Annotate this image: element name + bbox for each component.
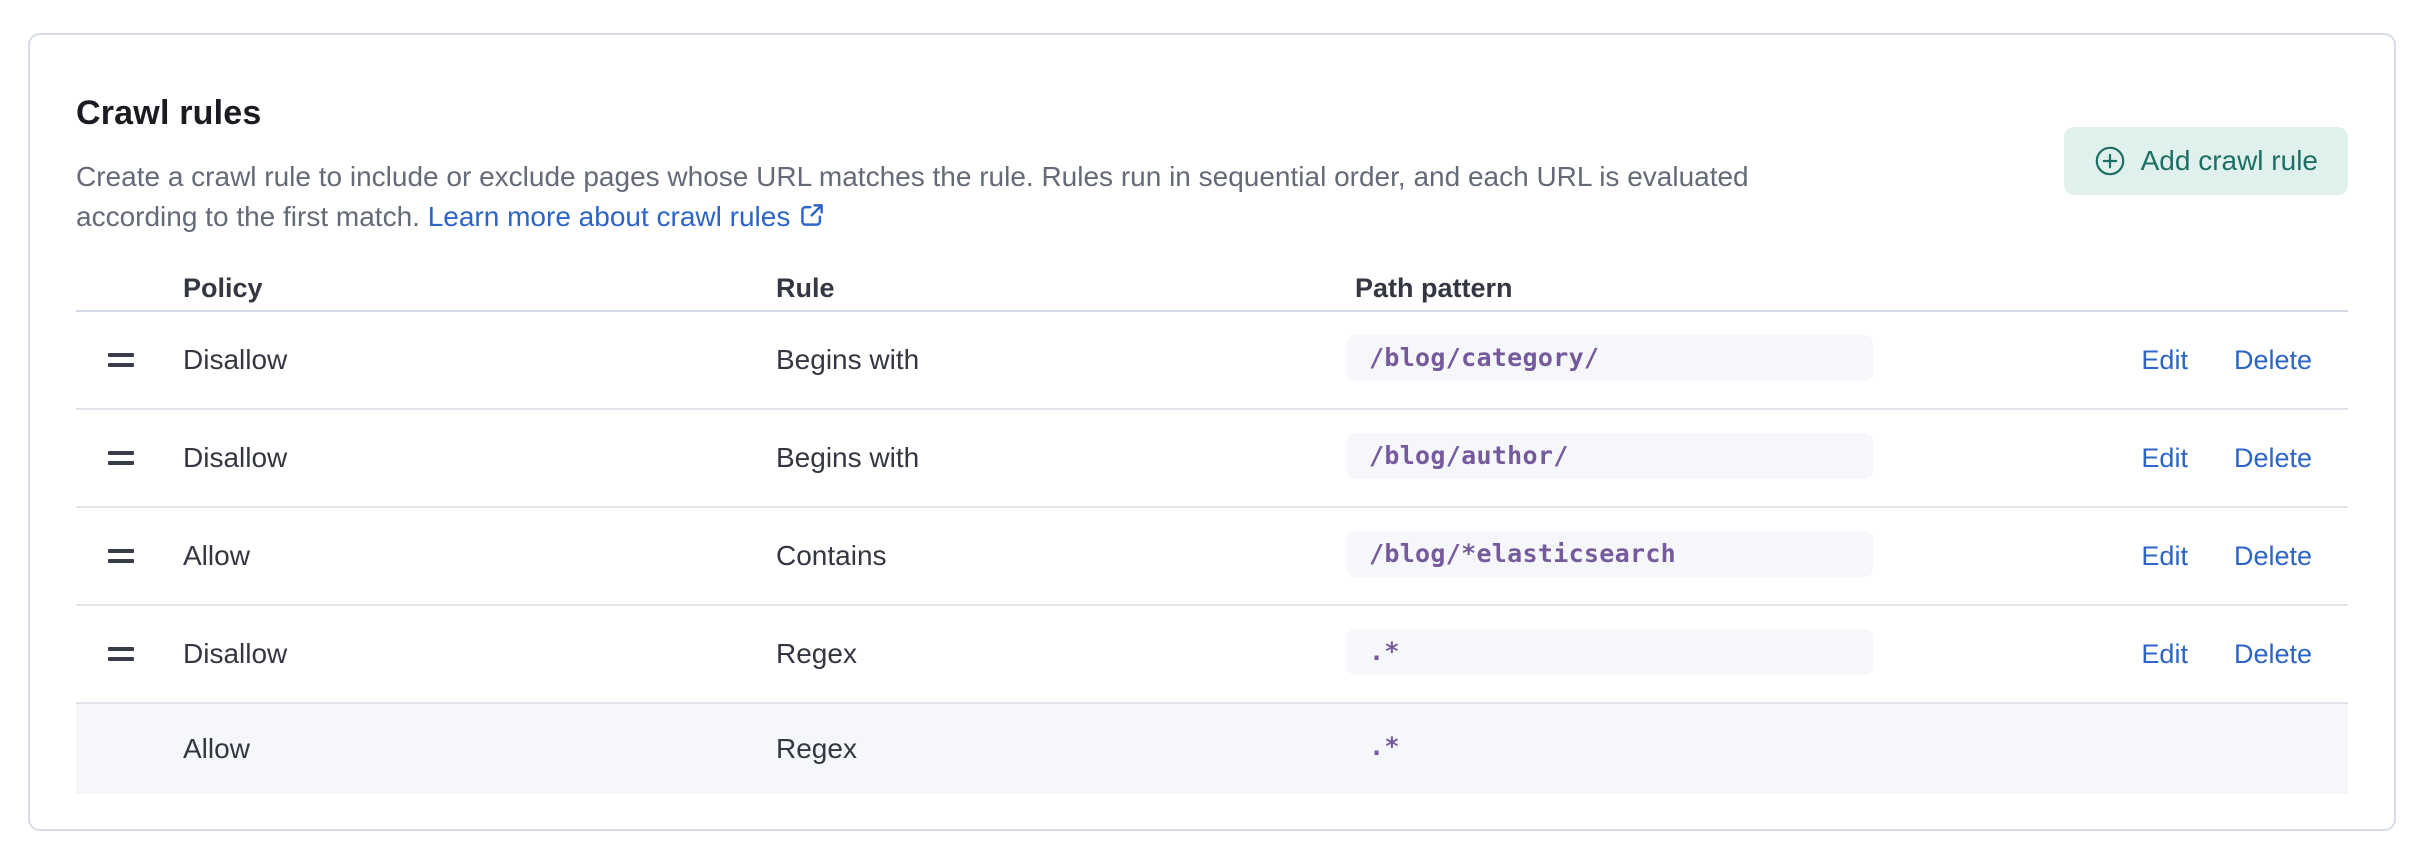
- actions-cell: Edit Delete: [2098, 541, 2348, 572]
- path-pattern-cell: .*: [1347, 628, 2098, 680]
- delete-link[interactable]: Delete: [2233, 638, 2312, 669]
- path-pattern-value: .*: [1347, 628, 1873, 675]
- edit-link[interactable]: Edit: [2141, 442, 2188, 473]
- drag-cell: [76, 451, 166, 465]
- header-policy: Policy: [183, 272, 263, 303]
- panel-header: Crawl rules Create a crawl rule to inclu…: [76, 91, 2348, 240]
- description-text: Create a crawl rule to include or exclud…: [76, 161, 1749, 232]
- table-header-row: Policy Rule Path pattern: [76, 266, 2348, 312]
- plus-in-circle-icon: [2094, 145, 2126, 177]
- table-row: Allow Contains /blog/*elasticsearch Edit…: [76, 508, 2348, 606]
- add-crawl-rule-button[interactable]: Add crawl rule: [2063, 127, 2348, 195]
- path-pattern-value: /blog/author/: [1347, 432, 1873, 479]
- header-rule: Rule: [776, 272, 835, 303]
- rule-value: Begins with: [776, 344, 920, 375]
- policy-value: Allow: [183, 540, 250, 571]
- path-pattern-value: /blog/*elasticsearch: [1347, 530, 1873, 577]
- drag-cell: [76, 647, 166, 661]
- policy-value: Allow: [183, 733, 250, 764]
- rule-value: Regex: [776, 733, 857, 764]
- table-row: Disallow Begins with /blog/author/ Edit …: [76, 410, 2348, 508]
- crawl-rules-panel: Crawl rules Create a crawl rule to inclu…: [28, 33, 2396, 831]
- crawl-rules-table: Policy Rule Path pattern Disallow Begins…: [76, 266, 2348, 794]
- table-row: Disallow Regex .* Edit Delete: [76, 606, 2348, 704]
- path-pattern-cell: /blog/category/: [1347, 334, 2098, 386]
- grab-handle-icon[interactable]: [108, 451, 134, 465]
- drag-cell: [76, 549, 166, 563]
- table-row: Disallow Begins with /blog/category/ Edi…: [76, 312, 2348, 410]
- policy-value: Disallow: [183, 442, 288, 473]
- header-path-pattern: Path pattern: [1355, 272, 1513, 303]
- grab-handle-icon[interactable]: [108, 353, 134, 367]
- drag-cell: [76, 353, 166, 367]
- page-title: Crawl rules: [76, 94, 262, 132]
- path-pattern-value: /blog/category/: [1347, 334, 1873, 381]
- grab-handle-icon[interactable]: [108, 549, 134, 563]
- external-link-icon: [798, 200, 826, 240]
- drag-cell: [76, 742, 166, 756]
- delete-link[interactable]: Delete: [2233, 344, 2312, 375]
- actions-cell: Edit Delete: [2098, 345, 2348, 376]
- actions-cell: Edit Delete: [2098, 639, 2348, 670]
- delete-link[interactable]: Delete: [2233, 442, 2312, 473]
- table-body: Disallow Begins with /blog/category/ Edi…: [76, 312, 2348, 794]
- path-pattern-value: .*: [1369, 731, 1400, 761]
- path-pattern-cell: /blog/author/: [1347, 432, 2098, 484]
- path-pattern-cell: .*: [1347, 724, 2098, 775]
- delete-link[interactable]: Delete: [2233, 540, 2312, 571]
- path-pattern-cell: /blog/*elasticsearch: [1347, 530, 2098, 582]
- rule-value: Regex: [776, 638, 857, 669]
- edit-link[interactable]: Edit: [2141, 638, 2188, 669]
- policy-value: Disallow: [183, 638, 288, 669]
- edit-link[interactable]: Edit: [2141, 540, 2188, 571]
- panel-description: Create a crawl rule to include or exclud…: [76, 157, 1756, 240]
- table-row: Allow Regex .*: [76, 704, 2348, 794]
- edit-link[interactable]: Edit: [2141, 344, 2188, 375]
- add-crawl-rule-button-label: Add crawl rule: [2140, 145, 2318, 176]
- actions-cell: Edit Delete: [2098, 443, 2348, 474]
- grab-handle-icon[interactable]: [108, 647, 134, 661]
- learn-more-link-label: Learn more about crawl rules: [427, 201, 791, 232]
- rule-value: Begins with: [776, 442, 920, 473]
- rule-value: Contains: [776, 540, 887, 571]
- learn-more-link[interactable]: Learn more about crawl rules: [428, 201, 827, 232]
- policy-value: Disallow: [183, 344, 288, 375]
